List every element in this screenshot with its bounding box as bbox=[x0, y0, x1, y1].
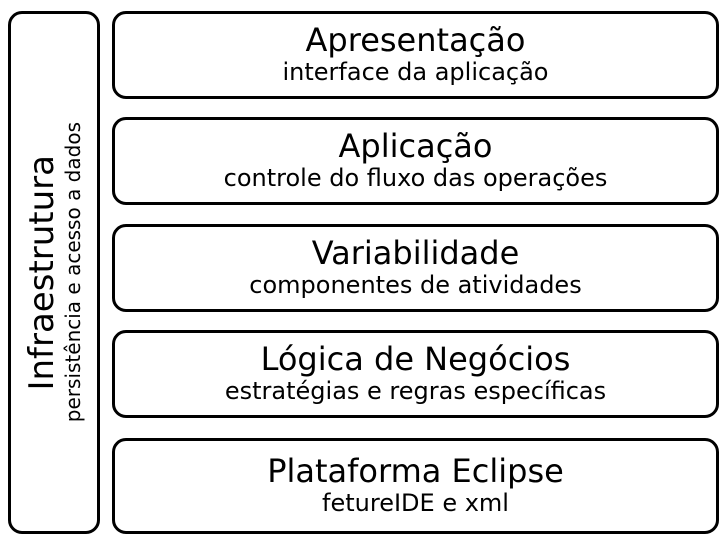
layer-title: Plataforma Eclipse bbox=[267, 452, 564, 491]
layer-box-business-logic: Lógica de Negócios estratégias e regras … bbox=[112, 330, 719, 418]
layer-title: Apresentação bbox=[305, 21, 526, 60]
layer-subtitle: estratégias e regras específicas bbox=[224, 377, 607, 406]
infrastructure-panel-inner: Infraestrutura persistência e acesso a d… bbox=[11, 14, 97, 531]
layer-subtitle: fetureIDE e xml bbox=[322, 489, 509, 518]
infrastructure-subtitle: persistência e acesso a dados bbox=[61, 122, 85, 423]
layer-subtitle: componentes de atividades bbox=[249, 271, 582, 300]
layer-stack: Apresentação interface da aplicação Apli… bbox=[112, 11, 719, 534]
layer-title: Variabilidade bbox=[311, 234, 520, 273]
layer-subtitle: interface da aplicação bbox=[282, 58, 549, 87]
layer-title: Aplicação bbox=[338, 127, 493, 166]
layer-subtitle: controle do fluxo das operações bbox=[223, 164, 608, 193]
layer-box-eclipse-platform: Plataforma Eclipse fetureIDE e xml bbox=[112, 438, 719, 534]
layer-box-presentation: Apresentação interface da aplicação bbox=[112, 11, 719, 99]
infrastructure-panel: Infraestrutura persistência e acesso a d… bbox=[8, 11, 100, 534]
infrastructure-title: Infraestrutura bbox=[22, 154, 62, 391]
layer-title: Lógica de Negócios bbox=[260, 340, 571, 379]
layer-box-variability: Variabilidade componentes de atividades bbox=[112, 224, 719, 312]
layer-box-application: Aplicação controle do fluxo das operaçõe… bbox=[112, 117, 719, 205]
